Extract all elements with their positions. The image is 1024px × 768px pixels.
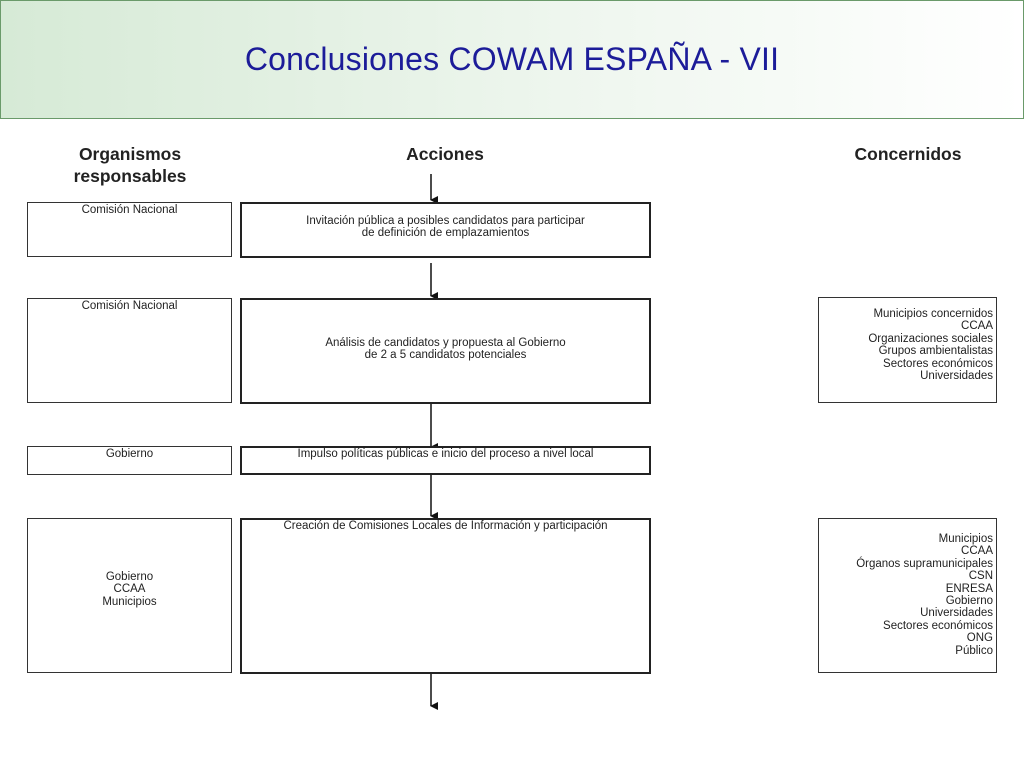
concernidos-list-4: Municipios CCAA Órganos supramunicipales… [856,533,993,657]
accion-line-1b: de definición de emplazamientos [361,227,530,240]
concernidos-box-4: Municipios CCAA Órganos supramunicipales… [818,518,997,673]
concernido-item: Municipios [938,533,993,545]
concernido-item: CCAA [961,320,993,333]
slide-title: Conclusiones COWAM ESPAÑA - VII [244,41,780,77]
concernido-item: Público [955,644,993,657]
organismo-label-3: Gobierno [105,448,154,460]
accion-line-2b: de 2 a 5 candidatos potenciales [364,349,527,362]
concernidos-box-2: Municipios concernidos CCAA Organizacion… [818,297,997,403]
concernido-item: Gobierno [945,595,993,608]
title-banner: Conclusiones COWAM ESPAÑA - VII [0,0,1024,119]
concernido-item: Universidades [920,370,993,383]
concernido-item: CCAA [961,545,993,558]
concernido-item: Órganos supramunicipales [856,557,993,570]
accion-label-4: Creación de Comisiones Locales de Inform… [283,520,608,532]
organismo-label-4c: Municipios [102,595,157,608]
organismo-box-3: Gobierno [27,446,232,475]
header-concernidos: Concernidos [854,144,962,164]
concernido-item: CSN [968,570,993,583]
concernido-item: Universidades [920,607,993,620]
concernidos-list-2: Municipios concernidos CCAA Organizacion… [868,308,993,382]
concernido-item: ENRESA [945,582,993,595]
concernido-item: Grupos ambientalistas [878,345,993,358]
organismo-box-2: Comisión Nacional [27,298,232,403]
organismo-label-2: Comisión Nacional [81,300,178,312]
accion-box-2: Análisis de candidatos y propuesta al Go… [240,298,651,404]
accion-box-1: Invitación pública a posibles candidatos… [240,202,651,258]
concernido-item: Sectores económicos [883,357,993,370]
organismo-box-4: Gobierno CCAA Municipios [27,518,232,673]
concernido-item: Municipios concernidos [873,308,993,320]
accion-box-4: Creación de Comisiones Locales de Inform… [240,518,651,674]
organismo-label-4b: CCAA [113,583,146,596]
header-organismos: Organismos responsables [73,144,187,186]
accion-box-3: Impulso políticas públicas e inicio del … [240,446,651,475]
header-acciones: Acciones [406,144,484,164]
accion-line-1a: Invitación pública a posibles candidatos… [306,215,585,227]
concernido-item: ONG [966,632,993,645]
concernido-item: Organizaciones sociales [868,332,993,345]
organismo-label-1: Comisión Nacional [81,204,178,216]
organismo-box-1: Comisión Nacional [27,202,232,257]
accion-label-3: Impulso políticas públicas e inicio del … [297,448,594,460]
accion-line-2a: Análisis de candidatos y propuesta al Go… [325,337,566,349]
organismo-label-4a: Gobierno [105,571,154,583]
concernido-item: Sectores económicos [883,619,993,632]
